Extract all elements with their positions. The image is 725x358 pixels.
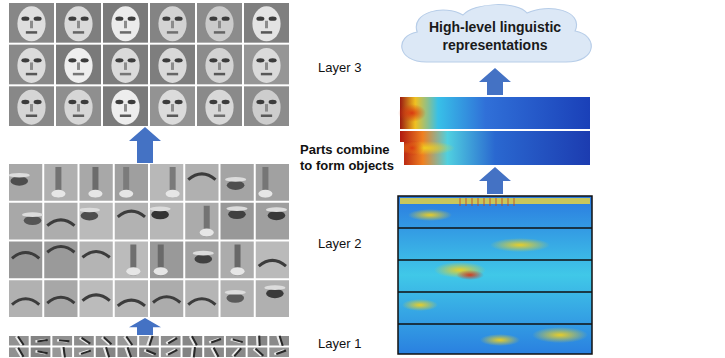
cloud-text: High-level linguistic representations: [392, 18, 598, 54]
feature-image-grid: [8, 2, 290, 127]
layer-label: Layer 1: [318, 336, 361, 352]
part-feature-grid: Layer 2: [8, 163, 290, 318]
representation-cloud: High-level linguistic representations: [392, 2, 598, 66]
feature-image-grid: [8, 163, 290, 318]
edge-feature-grid: Layer 1: [8, 335, 290, 358]
feature-image-grid: [8, 335, 290, 358]
block-arrow: [129, 127, 161, 163]
layer-label: Layer 3: [318, 60, 361, 76]
annotation-text: Parts combine to form objects: [300, 142, 404, 174]
layer-label: Layer 2: [318, 236, 361, 252]
block-arrow: [129, 318, 161, 335]
face-feature-grid: Layer 3: [8, 2, 290, 127]
